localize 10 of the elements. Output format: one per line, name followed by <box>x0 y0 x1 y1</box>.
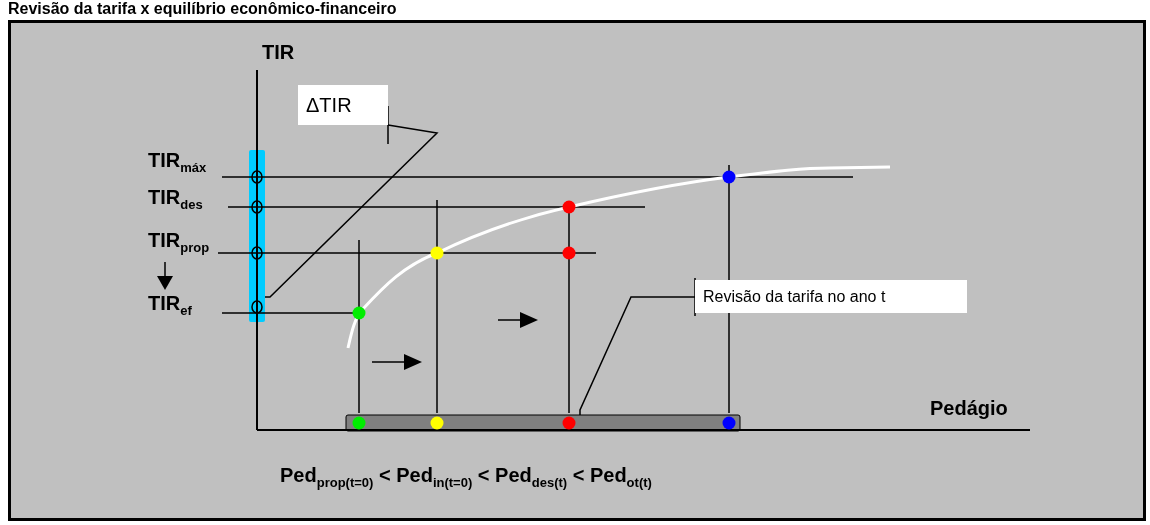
level-label: TIR$_{ef}$ <box>148 293 192 317</box>
axis-title: TIR <box>262 42 295 62</box>
callout-box: ΔTIR <box>298 85 388 125</box>
level-label: TIR$_{prop}$ <box>148 230 210 254</box>
title: Revisão da tarifa x equilíbrio econômico-financeiro <box>8 0 397 18</box>
callout-box: Revisão da tarifa no ano t <box>695 280 967 313</box>
level-label: TIR$_{máx}$ <box>148 150 207 174</box>
inequality-text: Ped$_{prop(t=0)}$ < Ped$_{in(t=0)}$ < Ped$_{des(t)}$ < Ped$_{ot(t)}$ <box>280 465 652 489</box>
level-label: TIR$_{des}$ <box>148 187 203 211</box>
axis-title: Pedágio <box>930 398 1008 418</box>
